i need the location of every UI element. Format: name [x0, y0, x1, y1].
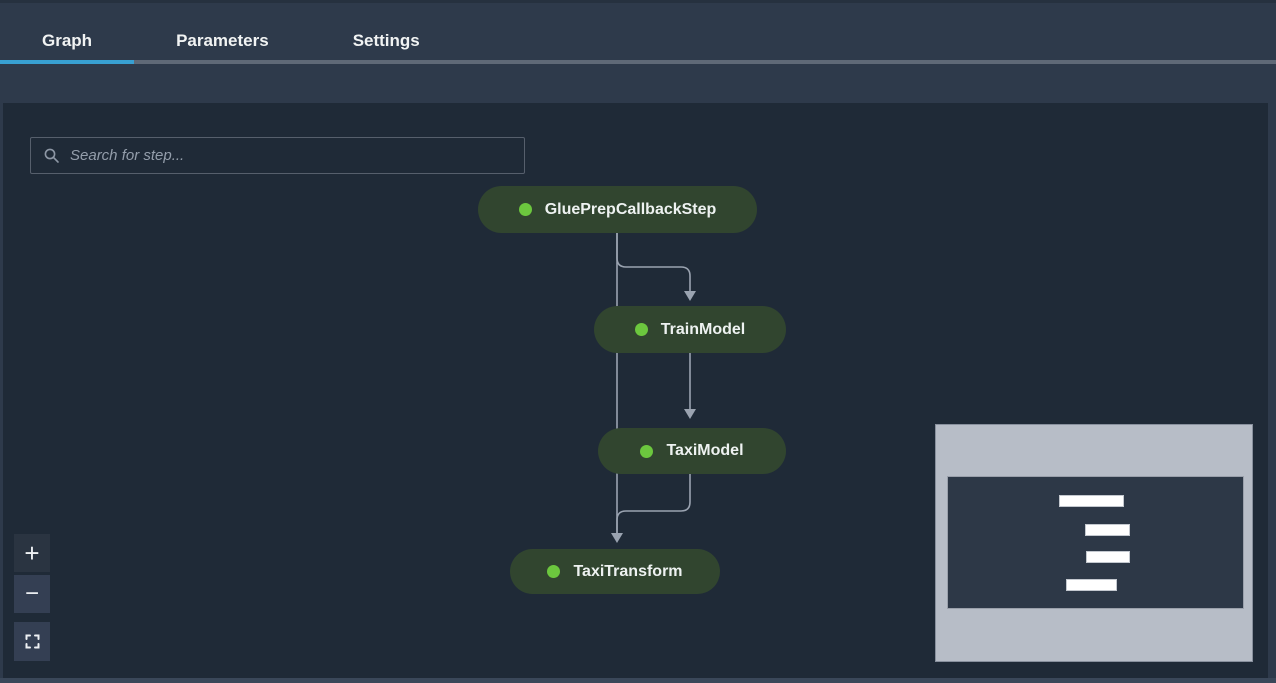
tab-bar: Graph Parameters Settings: [0, 3, 1276, 64]
bottom-strip: [0, 678, 1276, 683]
edge-glueprep-trainmodel: [616, 233, 691, 291]
header-spacer: [0, 64, 1276, 99]
arrowhead-taxitransform: [611, 533, 623, 543]
arrowhead-trainmodel: [684, 291, 696, 301]
graph-node-taximodel[interactable]: TaxiModel: [598, 428, 786, 474]
graph-canvas[interactable]: GluePrepCallbackStep TrainModel TaxiMode…: [3, 103, 1268, 678]
minimap-node-bar: [1059, 495, 1124, 507]
search-input[interactable]: [70, 147, 512, 164]
node-label: TrainModel: [660, 320, 746, 338]
plus-icon: +: [24, 537, 40, 568]
status-success-icon: [518, 203, 532, 216]
minimap[interactable]: [935, 424, 1253, 662]
tab-parameters[interactable]: Parameters: [134, 31, 311, 60]
search-icon: [44, 148, 59, 163]
graph-node-trainmodel[interactable]: TrainModel: [594, 306, 786, 353]
tab-graph[interactable]: Graph: [0, 31, 135, 64]
zoom-controls: + −: [14, 534, 50, 661]
step-search-box: [30, 137, 525, 174]
minus-icon: −: [24, 580, 39, 607]
fit-view-icon: [25, 634, 39, 649]
minimap-node-bar: [1086, 551, 1130, 563]
status-success-icon: [634, 323, 648, 336]
zoom-in-button[interactable]: +: [14, 534, 50, 572]
tab-settings[interactable]: Settings: [311, 31, 462, 60]
minimap-node-bar: [1085, 524, 1130, 536]
arrowhead-taximodel: [684, 409, 696, 419]
minimap-node-bar: [1066, 579, 1117, 591]
graph-node-glueprepcallbackstep[interactable]: GluePrepCallbackStep: [478, 186, 757, 233]
window-top-edge: [0, 0, 1276, 3]
graph-node-taxitransform[interactable]: TaxiTransform: [510, 549, 720, 594]
status-success-icon: [640, 444, 654, 458]
edge-taximodel-taxitransform: [616, 474, 691, 533]
zoom-out-button[interactable]: −: [14, 575, 50, 613]
node-label: TaxiModel: [666, 442, 744, 459]
status-success-icon: [547, 565, 561, 578]
node-label: TaxiTransform: [573, 562, 683, 580]
node-label: GluePrepCallbackStep: [544, 200, 717, 218]
fit-view-button[interactable]: [14, 622, 50, 661]
